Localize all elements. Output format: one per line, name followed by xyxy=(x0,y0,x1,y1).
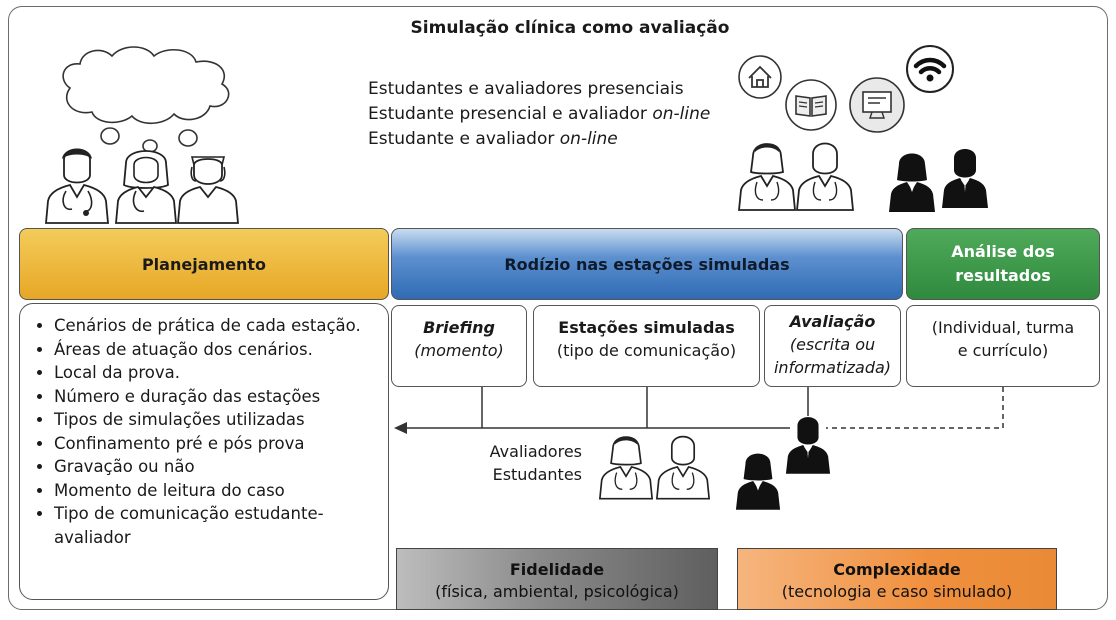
estudantes-label: Estudantes xyxy=(492,465,582,484)
nurse-icon xyxy=(115,150,177,224)
resultados-box: (Individual, turma e currículo) xyxy=(906,305,1100,387)
evaluator-icon xyxy=(796,142,854,211)
evaluator-icon xyxy=(738,143,796,211)
list-item: Gravação ou não xyxy=(54,455,378,479)
avaliacao-box: Avaliação (escrita ou informatizada) xyxy=(764,305,901,387)
complexidade-box: Complexidade (tecnologia e caso simulado… xyxy=(737,548,1057,610)
flow-arrowhead xyxy=(394,422,407,434)
complexidade-subtitle: (tecnologia e caso simulado) xyxy=(781,582,1013,601)
analise-header: Análise dos resultados xyxy=(906,228,1100,300)
resultados-line: e currículo) xyxy=(957,341,1049,360)
briefing-box: Briefing (momento) xyxy=(391,305,527,387)
diagram-title: Simulação clínica como avaliação xyxy=(410,18,730,38)
estacoes-title: Estações simuladas xyxy=(558,318,735,337)
planejamento-list: Cenários de prática de cada estação. Áre… xyxy=(19,303,389,600)
doctor-icon xyxy=(45,148,109,224)
modality-item: Estudante presencial e avaliador on-line xyxy=(368,104,711,124)
complexidade-title: Complexidade xyxy=(833,560,961,579)
fidelidade-title: Fidelidade xyxy=(509,560,605,579)
list-item: Tipo de comunicação estudante-avaliador xyxy=(54,502,378,549)
list-item: Áreas de atuação dos cenários. xyxy=(54,338,378,362)
briefing-subtitle: (momento) xyxy=(414,341,504,360)
list-item: Tipos de simulações utilizadas xyxy=(54,408,378,432)
evaluator-icon xyxy=(655,435,711,500)
resultados-line: (Individual, turma xyxy=(931,318,1075,337)
home-icon xyxy=(738,55,782,99)
student-icon xyxy=(889,153,935,212)
book-icon xyxy=(785,79,837,131)
modality-item: Estudante e avaliador on-line xyxy=(368,129,618,149)
student-icon xyxy=(785,417,831,474)
list-item: Cenários de prática de cada estação. xyxy=(54,314,378,338)
planejamento-header: Planejamento xyxy=(19,228,389,300)
evaluator-icon xyxy=(598,436,654,500)
thought-cloud-icon xyxy=(62,46,230,153)
avaliacao-title: Avaliação xyxy=(789,312,876,331)
avaliacao-subtitle: informatizada) xyxy=(773,358,892,377)
fidelidade-subtitle: (física, ambiental, psicológica) xyxy=(435,582,679,601)
analise-header-line: resultados xyxy=(955,266,1051,285)
briefing-title: Briefing xyxy=(423,318,495,337)
flow-labels: Avaliadores Estudantes xyxy=(472,440,582,486)
list-item: Número e duração das estações xyxy=(54,385,378,409)
modality-list: Estudantes e avaliadores presenciais Est… xyxy=(368,77,710,152)
modality-item: Estudantes e avaliadores presenciais xyxy=(368,79,684,99)
wifi-icon xyxy=(906,45,954,93)
list-item: Local da prova. xyxy=(54,361,378,385)
student-icon xyxy=(735,453,781,510)
list-item: Momento de leitura do caso xyxy=(54,479,378,503)
estacoes-box: Estações simuladas (tipo de comunicação) xyxy=(533,305,760,387)
computer-icon xyxy=(849,77,905,133)
avaliacao-subtitle: (escrita ou xyxy=(789,335,876,354)
analise-header-line: Análise dos xyxy=(951,242,1055,261)
resultados-dashed-connector xyxy=(826,387,1004,429)
fidelidade-box: Fidelidade (física, ambiental, psicológi… xyxy=(396,548,718,610)
rodizio-header: Rodízio nas estações simuladas xyxy=(391,228,903,300)
nurse-icon xyxy=(177,156,239,224)
estacoes-subtitle: (tipo de comunicação) xyxy=(556,341,737,360)
list-item: Confinamento pré e pós prova xyxy=(54,432,378,456)
avaliadores-label: Avaliadores xyxy=(489,442,582,461)
student-icon xyxy=(942,149,988,208)
